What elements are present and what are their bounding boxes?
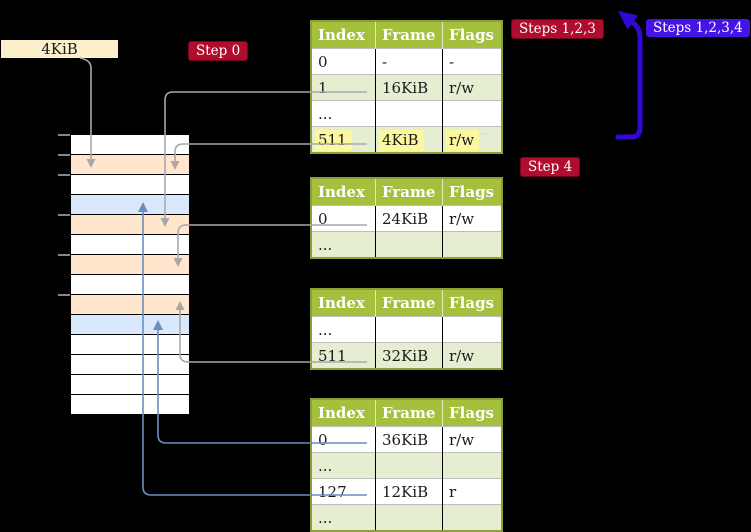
table-cell: 32KiB	[375, 342, 443, 369]
table-cell	[442, 231, 502, 258]
memory-frame-row-white	[71, 395, 189, 414]
table-cell: 511	[311, 342, 376, 369]
table-row: 511 4KiB r/w	[311, 126, 502, 153]
table-cell	[375, 504, 443, 531]
memory-frame-row-white	[71, 275, 189, 295]
column-header-flags: Flags	[442, 289, 502, 317]
table-cell: -	[375, 48, 443, 75]
frame-size-label: 4KiB	[1, 40, 118, 58]
memory-frame-row-white	[71, 235, 189, 255]
memory-frame-row-blue	[71, 195, 189, 215]
badge-steps-1-2-3: Steps 1,2,3	[511, 19, 604, 39]
table-cell: r/w	[442, 342, 502, 369]
loop-arrow-steps-1-2-3-4	[615, 11, 643, 140]
table-cell: 12KiB	[375, 478, 443, 505]
highlighted-value: 511	[315, 129, 352, 151]
column-header-frame: Frame	[375, 21, 443, 49]
table-cell: -	[442, 48, 502, 75]
table-cell: 4KiB	[375, 126, 443, 153]
table-cell: 511	[311, 126, 376, 153]
column-header-index: Index	[311, 289, 376, 317]
table-cell: 127	[311, 478, 376, 505]
column-header-flags: Flags	[442, 21, 502, 49]
memory-frame-row-white	[71, 135, 189, 155]
memory-address-ticks	[58, 134, 70, 296]
column-header-index: Index	[311, 399, 376, 427]
table-cell: 0	[311, 426, 376, 453]
table-cell: 0	[311, 205, 376, 232]
table-cell: r/w	[442, 126, 502, 153]
column-header-frame: Frame	[375, 289, 443, 317]
memory-frame-row-white	[71, 335, 189, 355]
table-cell	[442, 100, 502, 127]
table-row: ...	[311, 452, 502, 479]
table-cell	[442, 504, 502, 531]
table-row: ...	[311, 100, 502, 127]
column-header-frame: Frame	[375, 399, 443, 427]
memory-frame-row-peach	[71, 255, 189, 275]
table-cell: 36KiB	[375, 426, 443, 453]
table-cell: 0	[311, 48, 376, 75]
table-cell: r	[442, 478, 502, 505]
table-row: 0--	[311, 48, 502, 75]
memory-frame-row-peach	[71, 215, 189, 235]
table-cell: 16KiB	[375, 74, 443, 101]
badge-steps-1-2-3-4: Steps 1,2,3,4	[646, 19, 750, 37]
table-cell: r/w	[442, 205, 502, 232]
table-cell: 1	[311, 74, 376, 101]
table-cell	[375, 316, 443, 343]
memory-frame-row-white	[71, 375, 189, 395]
memory-frame-row-peach	[71, 295, 189, 315]
table-row: ...	[311, 231, 502, 258]
table-cell: r/w	[442, 426, 502, 453]
table-cell	[375, 231, 443, 258]
table-cell: 24KiB	[375, 205, 443, 232]
table-cell	[375, 100, 443, 127]
column-header-flags: Flags	[442, 178, 502, 206]
table-cell	[375, 452, 443, 479]
table-cell: ...	[311, 231, 376, 258]
column-header-index: Index	[311, 21, 376, 49]
memory-frame-row-peach	[71, 155, 189, 175]
table-cell	[442, 452, 502, 479]
memory-frame-row-white	[71, 355, 189, 375]
table-cell: ...	[311, 100, 376, 127]
table-cell	[442, 316, 502, 343]
table-cell: ...	[311, 316, 376, 343]
table-row: ...	[311, 504, 502, 531]
memory-frame-row-white	[71, 175, 189, 195]
physical-memory-column	[70, 134, 190, 415]
column-header-index: Index	[311, 178, 376, 206]
column-header-frame: Frame	[375, 178, 443, 206]
table-row: ...	[311, 316, 502, 343]
highlighted-value: r/w	[446, 129, 480, 151]
table-cell: ...	[311, 504, 376, 531]
highlighted-value: 4KiB	[379, 129, 424, 151]
column-header-flags: Flags	[442, 399, 502, 427]
table-cell: ...	[311, 452, 376, 479]
memory-frame-row-blue	[71, 315, 189, 335]
badge-step-4: Step 4	[520, 157, 581, 177]
badge-step-0: Step 0	[188, 41, 249, 61]
table-cell: r/w	[442, 74, 502, 101]
